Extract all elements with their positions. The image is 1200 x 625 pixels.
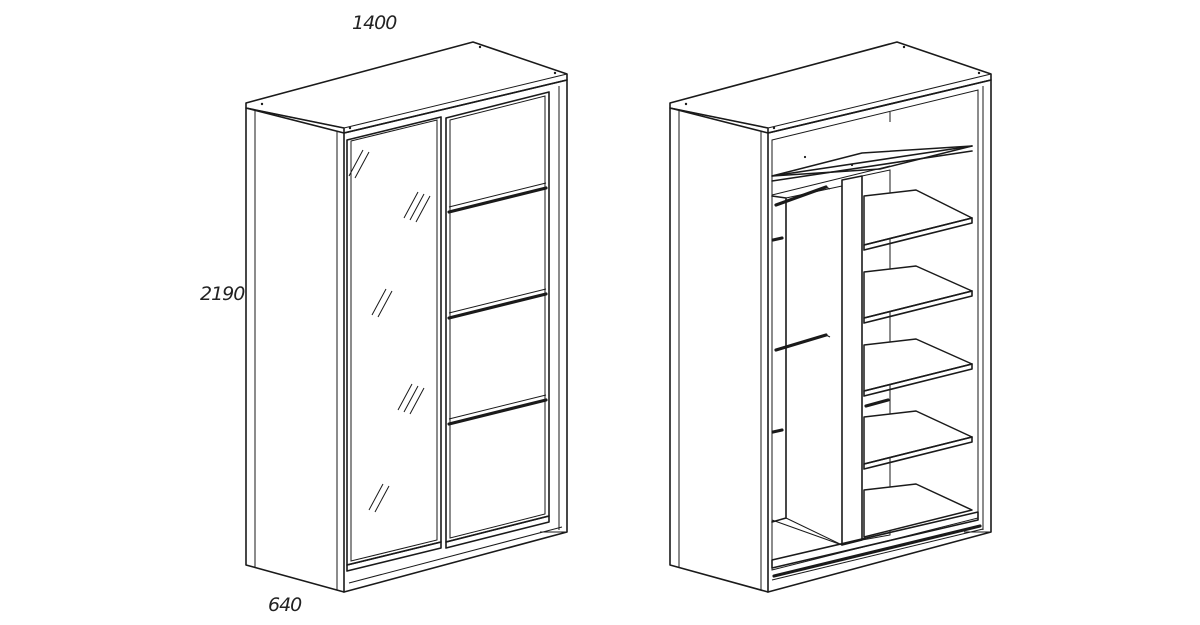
closed-front-frame [343, 79, 568, 593]
mirror-door [346, 116, 442, 566]
vertical-divider [841, 175, 863, 546]
open-wardrobe [669, 41, 992, 593]
panel-door [445, 91, 550, 543]
closed-wardrobe [245, 41, 568, 593]
closed-side-panel [245, 107, 345, 593]
right-shelves [863, 189, 973, 538]
open-side-panel [669, 107, 769, 593]
mirror-reflection-marks [348, 149, 431, 513]
width-dimension: 1400 [352, 12, 397, 34]
closed-top-panel [245, 41, 568, 134]
bottom-track [771, 511, 979, 569]
open-front-frame [767, 79, 992, 593]
depth-dimension: 640 [268, 594, 302, 616]
height-dimension: 2190 [200, 283, 245, 305]
open-top-panel [669, 41, 992, 134]
door-panel-dividers [447, 182, 548, 426]
top-shelf [771, 112, 973, 196]
hanging-rails [774, 185, 831, 352]
